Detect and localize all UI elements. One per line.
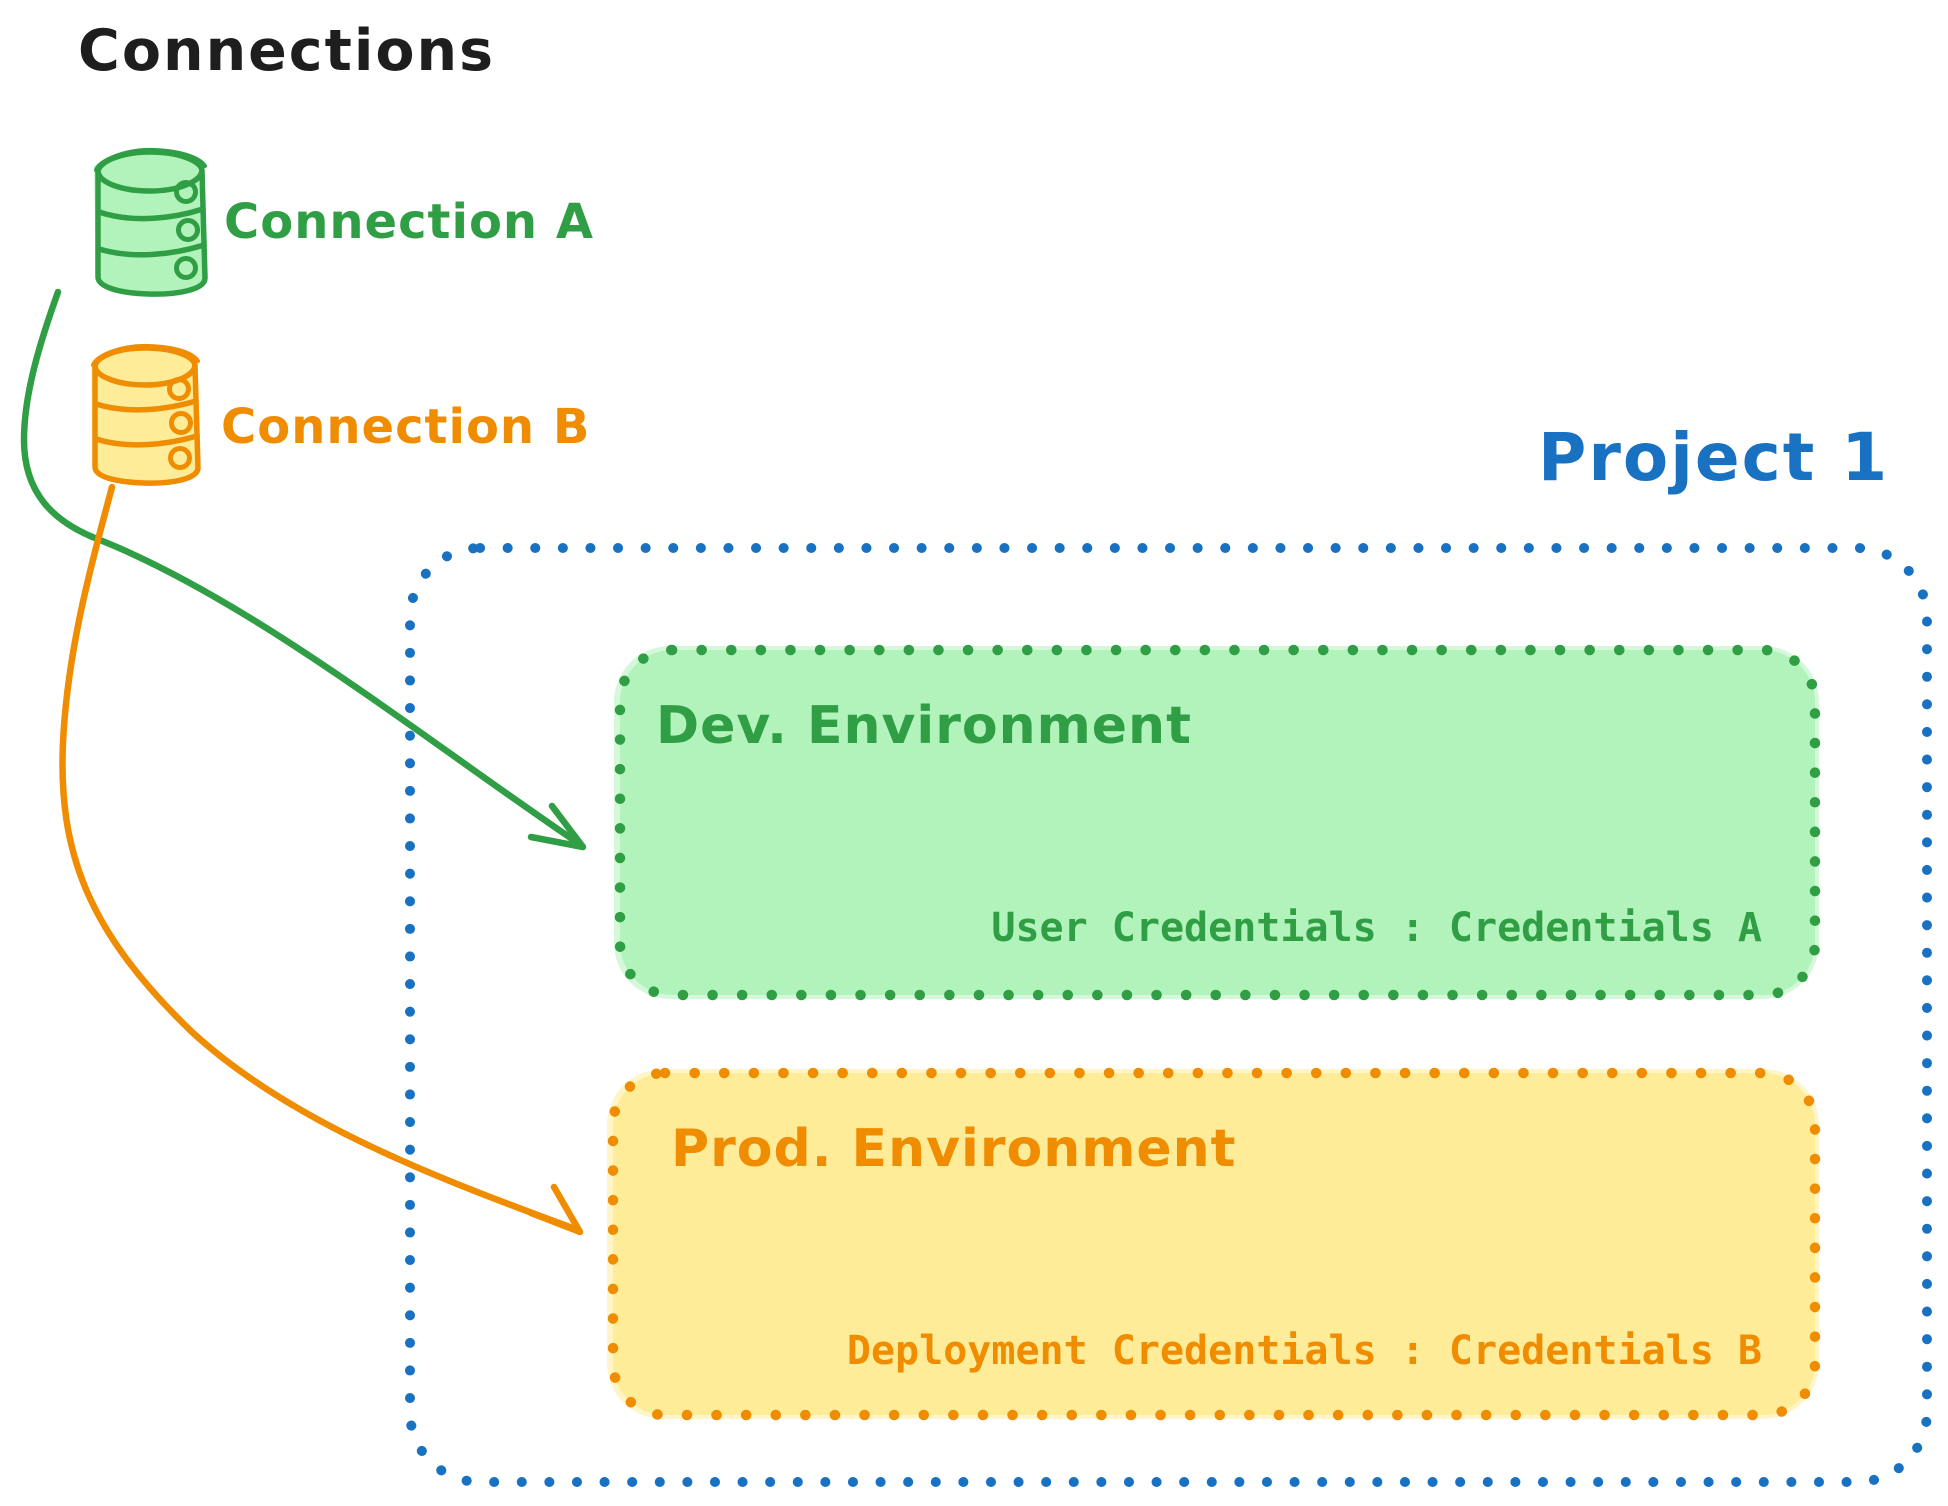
- connection-b-label: Connection B: [221, 399, 591, 455]
- dev-environment-title: Dev. Environment: [656, 696, 1192, 756]
- connection-b-arrow: [59, 483, 584, 1236]
- dev-environment-box: [614, 644, 1821, 1001]
- prod-environment-box: [607, 1067, 1821, 1421]
- project-title: Project 1: [1538, 419, 1890, 496]
- database-icon: [91, 343, 201, 486]
- project-box: [405, 543, 1932, 1487]
- connection-a-arrow: [20, 288, 587, 851]
- connections-title: Connections: [78, 18, 496, 84]
- database-icon: [94, 147, 208, 297]
- prod-environment-title: Prod. Environment: [671, 1119, 1237, 1179]
- dev-environment-credentials: User Credentials : Credentials A: [991, 905, 1762, 951]
- prod-environment-credentials: Deployment Credentials : Credentials B: [846, 1328, 1762, 1374]
- connection-a-label: Connection A: [224, 194, 594, 250]
